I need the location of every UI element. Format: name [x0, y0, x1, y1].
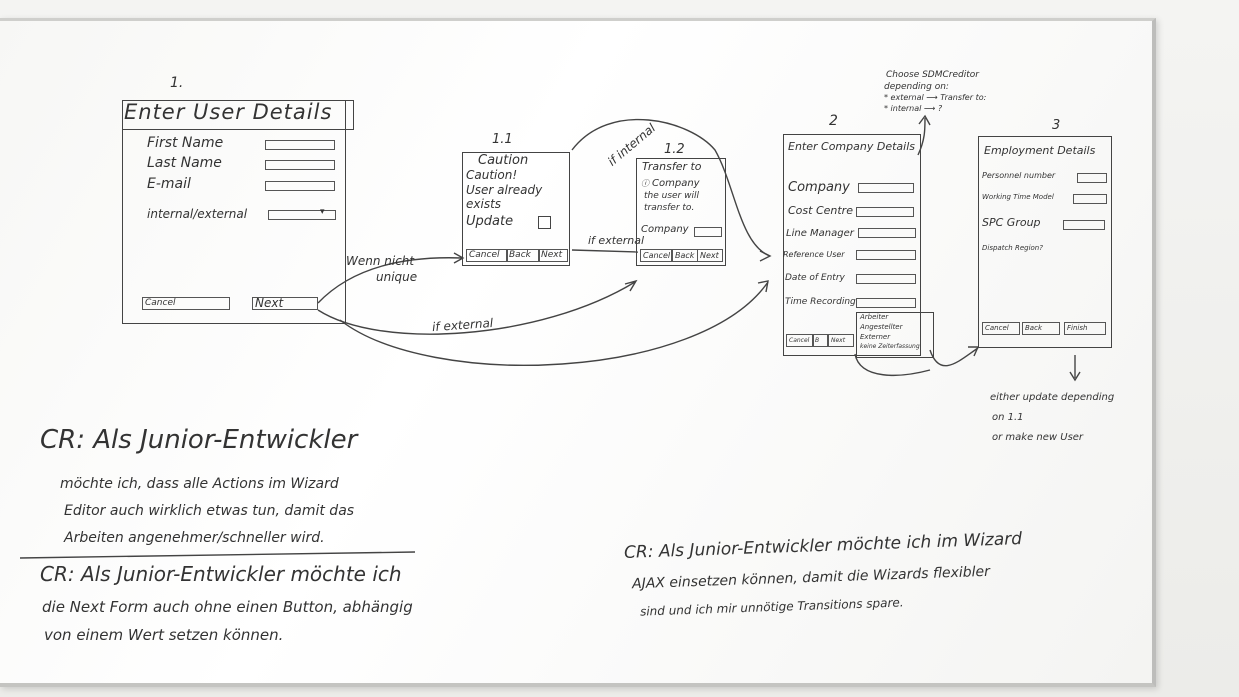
- arrow-wenn-nicht-unique: [317, 257, 463, 304]
- step-2-field-label: Company: [788, 180, 850, 195]
- last-name-field[interactable]: [265, 160, 335, 170]
- transfer-text: transfer to.: [644, 203, 695, 213]
- arrow-step2-to-step3: [929, 347, 979, 367]
- dropdown-option[interactable]: keine Zeiterfassung: [860, 343, 920, 350]
- time-recording-dropdown: [856, 312, 934, 358]
- update-checkbox[interactable]: [538, 216, 551, 229]
- step-3-form: [978, 136, 1112, 348]
- note-top-line: * external ⟶ Transfer to:: [884, 93, 987, 102]
- internal-external-select[interactable]: [268, 210, 336, 220]
- step-1-2-cancel-button[interactable]: Cancel: [640, 249, 672, 262]
- transfer-text: Company: [652, 178, 700, 189]
- info-icon: ⓘ: [641, 179, 649, 188]
- step-2-field-label: Date of Entry: [785, 273, 845, 283]
- step-3-field-label: Dispatch Region?: [982, 244, 1043, 252]
- step-2-back-button[interactable]: B: [812, 334, 828, 347]
- arrow-if-internal: [571, 118, 771, 257]
- step-2-field-label: Reference User: [783, 250, 845, 259]
- step-2-next-button[interactable]: Next: [828, 334, 854, 347]
- caution-text: Caution!: [466, 168, 518, 182]
- step-3-field-label: Working Time Model: [982, 193, 1054, 201]
- cr-1-heading: CR: Als Junior-Entwickler: [40, 425, 358, 455]
- step-1-2-form: [636, 158, 726, 266]
- step-1-field-label: First Name: [147, 135, 224, 151]
- step-1-1-next-button[interactable]: Next: [538, 249, 568, 262]
- step-1-title-bar: [122, 100, 354, 130]
- step-1-1-back-button[interactable]: Back: [506, 249, 540, 262]
- update-label: Update: [466, 214, 514, 229]
- arrow-caution-to-transfer: [571, 249, 639, 253]
- cr-1-line: Arbeiten angenehmer/schneller wird.: [64, 530, 325, 546]
- step-2-number: 2: [829, 113, 838, 129]
- note-top-line: depending on:: [884, 82, 949, 92]
- cr-1-line: möchte ich, dass alle Actions im Wizard: [60, 476, 339, 492]
- note-top-line: Choose SDMCreditor: [886, 70, 979, 80]
- arrow-if-external-1: [317, 281, 636, 335]
- step-1-number: 1.: [170, 75, 184, 91]
- dropdown-option[interactable]: Arbeiter: [860, 313, 889, 321]
- cr-2-line: die Next Form auch ohne einen Button, ab…: [42, 598, 413, 616]
- company-lookup-field[interactable]: [858, 183, 914, 193]
- line-manager-field[interactable]: [858, 228, 916, 238]
- step-1-1-cancel-button[interactable]: Cancel: [466, 249, 508, 262]
- reference-user-field[interactable]: [856, 250, 916, 260]
- personnel-number-field[interactable]: [1077, 173, 1107, 183]
- step-3-title: Employment Details: [984, 144, 1096, 157]
- date-of-entry-field[interactable]: [856, 274, 916, 284]
- spc-group-field[interactable]: [1063, 220, 1105, 230]
- divider-line: [19, 551, 416, 559]
- step-1-1-form: [462, 152, 570, 266]
- caution-text: exists: [466, 197, 502, 211]
- step-1-1-number: 1.1: [492, 132, 513, 147]
- step-1-2-title: Transfer to: [642, 160, 702, 173]
- note-top-line: * internal ⟶ ?: [884, 104, 943, 113]
- note-right-line: or make new User: [992, 432, 1084, 443]
- step-1-1-title: Caution: [478, 153, 529, 168]
- cr-2-line: von einem Wert setzen können.: [44, 626, 284, 644]
- time-recording-select[interactable]: [856, 298, 916, 308]
- first-name-field[interactable]: [265, 140, 335, 150]
- caution-text: User already: [466, 183, 543, 197]
- step-2-field-label: Line Manager: [786, 228, 854, 239]
- step-3-back-button[interactable]: Back: [1022, 322, 1060, 335]
- step-3-number: 3: [1052, 118, 1061, 133]
- step-1-2-back-button[interactable]: Back: [672, 249, 698, 262]
- step-2-field-label: Cost Centre: [788, 204, 853, 217]
- label-if-external: if external: [588, 234, 645, 247]
- company-label: Company: [641, 224, 689, 235]
- step-3-field-label: Personnel number: [982, 171, 1056, 180]
- transfer-text: the user will: [644, 191, 699, 201]
- step-1-title: Enter User Details: [124, 100, 333, 124]
- step-3-cancel-button[interactable]: Cancel: [982, 322, 1020, 335]
- label-wenn-nicht: Wenn nicht: [346, 254, 415, 268]
- step-3-finish-button[interactable]: Finish: [1064, 322, 1106, 335]
- dropdown-option[interactable]: Angestellter: [860, 323, 903, 331]
- cost-centre-field[interactable]: [856, 207, 914, 217]
- step-1-cancel-button[interactable]: Cancel: [142, 297, 230, 310]
- dropdown-option[interactable]: Externer: [860, 333, 891, 341]
- cr-1-line: Editor auch wirklich etwas tun, damit da…: [64, 503, 355, 519]
- working-time-model-field[interactable]: [1073, 194, 1107, 204]
- step-1-2-number: 1.2: [664, 142, 685, 157]
- chevron-down-icon: ▾: [320, 207, 325, 217]
- step-1-field-label: Last Name: [147, 155, 222, 171]
- step-1-2-next-button[interactable]: Next: [697, 249, 723, 262]
- email-field[interactable]: [265, 181, 335, 191]
- step-1-field-label: E-mail: [147, 176, 191, 192]
- step-1-field-label: internal/external: [147, 207, 248, 221]
- step-2-title: Enter Company Details: [788, 140, 915, 153]
- step-1-next-button[interactable]: Next: [252, 297, 318, 310]
- step-2-field-label: Time Recording: [785, 297, 856, 307]
- step-2-cancel-button[interactable]: Cancel: [786, 334, 814, 347]
- label-unique: unique: [376, 270, 418, 284]
- note-right-line: either update depending: [990, 392, 1115, 403]
- cr-2-line: CR: Als Junior-Entwickler möchte ich: [40, 562, 402, 586]
- arrow-if-external-2: [339, 281, 769, 366]
- company-field[interactable]: [694, 227, 722, 237]
- step-2-form: [783, 134, 921, 356]
- note-right-line: on 1.1: [992, 412, 1024, 423]
- step-3-field-label: SPC Group: [982, 216, 1041, 229]
